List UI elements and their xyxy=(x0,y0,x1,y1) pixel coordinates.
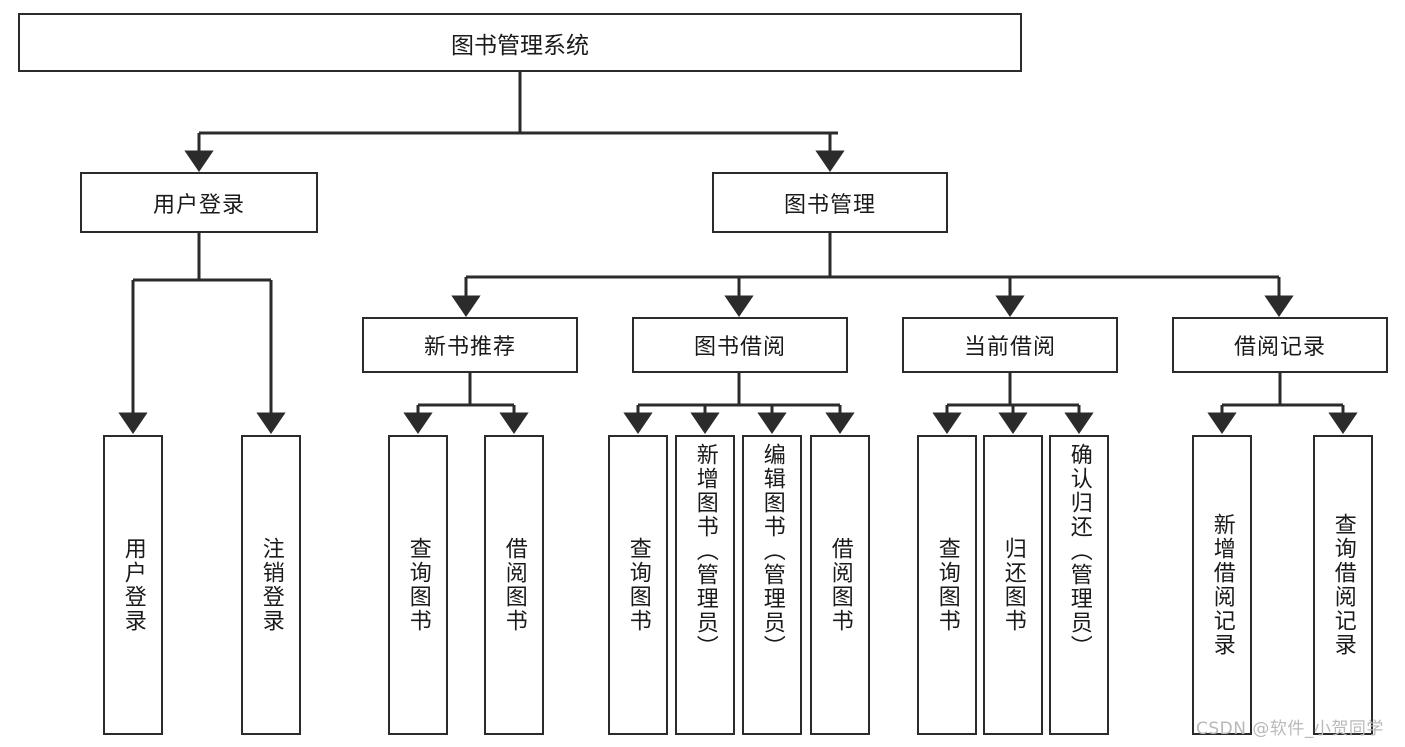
leaf-current-return-book[interactable]: 归还图书 xyxy=(983,435,1043,735)
leaf-label: 查询图书 xyxy=(625,537,651,633)
leaf-label: 新增借阅记录 xyxy=(1209,513,1235,657)
leaf-current-confirm-return-admin[interactable]: 确认归还（管理员） xyxy=(1049,435,1109,735)
leaf-label: 新增图书（管理员） xyxy=(692,443,718,659)
node-current-borrow-label: 当前借阅 xyxy=(963,335,1056,360)
leaf-label: 用户登录 xyxy=(120,537,146,633)
node-new-book-recommend-label: 新书推荐 xyxy=(423,335,516,360)
leaf-label: 注销登录 xyxy=(258,537,284,633)
leaf-current-query-book[interactable]: 查询图书 xyxy=(917,435,977,735)
node-user-login[interactable]: 用户登录 xyxy=(80,172,318,233)
leaf-user-login-login[interactable]: 用户登录 xyxy=(103,435,163,735)
node-root[interactable]: 图书管理系统 xyxy=(18,13,1022,72)
node-book-management-label: 图书管理 xyxy=(783,192,876,218)
leaf-record-query-record[interactable]: 查询借阅记录 xyxy=(1313,435,1373,735)
node-book-management[interactable]: 图书管理 xyxy=(712,172,948,233)
leaf-label: 确认归还（管理员） xyxy=(1066,443,1092,659)
node-borrow-record[interactable]: 借阅记录 xyxy=(1172,317,1388,373)
node-current-borrow[interactable]: 当前借阅 xyxy=(902,317,1118,373)
leaf-label: 查询借阅记录 xyxy=(1330,513,1356,657)
leaf-label: 编辑图书（管理员） xyxy=(759,443,785,659)
node-new-book-recommend[interactable]: 新书推荐 xyxy=(362,317,578,373)
leaf-borrow-add-book-admin[interactable]: 新增图书（管理员） xyxy=(675,435,735,735)
leaf-borrow-borrow-book[interactable]: 借阅图书 xyxy=(810,435,870,735)
leaf-label: 查询图书 xyxy=(934,537,960,633)
leaf-label: 归还图书 xyxy=(1000,537,1026,633)
leaf-recommend-query-book[interactable]: 查询图书 xyxy=(388,435,448,735)
leaf-record-add-record[interactable]: 新增借阅记录 xyxy=(1192,435,1252,735)
leaf-label: 查询图书 xyxy=(405,537,431,633)
leaf-recommend-borrow-book[interactable]: 借阅图书 xyxy=(484,435,544,735)
leaf-label: 借阅图书 xyxy=(501,537,527,633)
node-user-login-label: 用户登录 xyxy=(152,192,245,218)
leaf-label: 借阅图书 xyxy=(827,537,853,633)
node-root-label: 图书管理系统 xyxy=(451,32,589,59)
leaf-user-login-logout[interactable]: 注销登录 xyxy=(241,435,301,735)
leaf-borrow-query-book[interactable]: 查询图书 xyxy=(608,435,668,735)
leaf-borrow-edit-book-admin[interactable]: 编辑图书（管理员） xyxy=(742,435,802,735)
node-borrow-record-label: 借阅记录 xyxy=(1233,335,1326,360)
watermark: CSDN @软件_小贺同学 xyxy=(1196,719,1384,739)
node-book-borrow[interactable]: 图书借阅 xyxy=(632,317,848,373)
node-book-borrow-label: 图书借阅 xyxy=(693,335,786,360)
